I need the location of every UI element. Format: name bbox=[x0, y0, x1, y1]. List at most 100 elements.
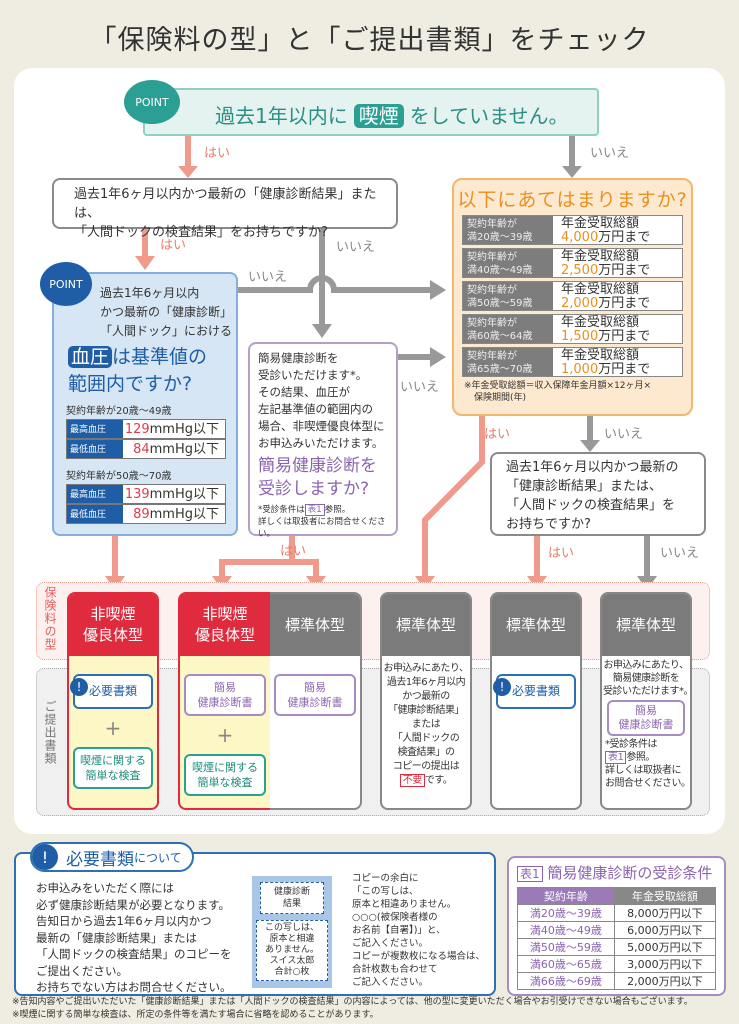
col-text: お申込みにあたり、 bbox=[603, 660, 689, 671]
point-badge-top: POINT bbox=[124, 80, 180, 124]
doc-l2: 簡単な検査 bbox=[85, 769, 141, 782]
simple-text: 左記基準値の範囲内の bbox=[258, 402, 373, 416]
bp-intro-2: かつ最新の「健康診断」 bbox=[100, 305, 233, 319]
yes-label: はい bbox=[280, 544, 307, 559]
arrow-head bbox=[430, 347, 446, 367]
required-docs-tag[interactable]: 必要書類 bbox=[496, 674, 576, 709]
req-title2: について bbox=[134, 850, 182, 865]
blood-pressure-box: 過去1年6ヶ月以内 かつ最新の「健康診断」 「人間ドック」における 血圧は基準値… bbox=[52, 272, 238, 536]
doc-l1: 喫煙に関する bbox=[192, 761, 258, 774]
col-body: 必要書類 bbox=[492, 656, 580, 717]
col-text: 「人間ドックの bbox=[392, 733, 460, 744]
bp-value: 84mmHg以下 bbox=[123, 440, 225, 458]
footnote: ※喫煙に関する簡単な検査は、所定の条件等を満たす場合に省略を認めることがあります… bbox=[12, 1010, 379, 1020]
q3-line: お持ちですか? bbox=[506, 517, 591, 532]
bp-unit: mmHg以下 bbox=[149, 422, 219, 437]
col-body: 簡易健康診断書 bbox=[270, 656, 360, 724]
arrow-head bbox=[312, 324, 332, 338]
col-body: 必要書類 + 喫煙に関する簡単な検査 bbox=[69, 656, 157, 797]
arrow-head bbox=[580, 440, 600, 452]
note-line: コピーが複数枚になる場合は、 bbox=[352, 951, 486, 962]
col-text: 詳しくは取扱者に bbox=[605, 765, 682, 776]
col-text: 参照。 bbox=[626, 752, 655, 763]
documents-label: ご提出書類 bbox=[43, 700, 57, 765]
amount-unit: 万円まで bbox=[598, 329, 651, 344]
q1-line2: 「人間ドックの検査結果」をお持ちですか? bbox=[74, 225, 328, 240]
not-required-tag: 不要 bbox=[399, 774, 425, 787]
q1-line1: 過去1年6ヶ月以内かつ最新の「健康診断結果」または、 bbox=[74, 187, 377, 221]
bp-age-2: 契約年齢が50歳〜70歳 bbox=[66, 471, 172, 482]
no-label: いいえ bbox=[660, 546, 700, 561]
yes-label: はい bbox=[548, 546, 575, 561]
bp-num: 89 bbox=[133, 507, 150, 522]
table1-header: 契約年齢 bbox=[517, 887, 615, 905]
req-line: 「人間ドックの検査結果」のコピーを bbox=[36, 947, 232, 961]
table1-header: 年金受取総額 bbox=[613, 887, 717, 905]
no-label: いいえ bbox=[400, 380, 440, 395]
req-line: 告知日から過去1年6ヶ月以内かつ bbox=[36, 914, 212, 928]
amount-cell: 2,000万円以下 bbox=[613, 972, 717, 990]
table1-tag: 表1 bbox=[517, 866, 543, 882]
simple-text: 場合、非喫煙優良体型に bbox=[258, 419, 385, 433]
doc-l1: 簡易 bbox=[214, 681, 236, 694]
premium-type-label: 保険料の型 bbox=[43, 586, 57, 651]
column-standard-2: 標準体型 お申込みにあたり、過去1年6ヶ月以内かつ最新の「健康診断結果」または「… bbox=[380, 592, 472, 810]
point-badge-bp: POINT bbox=[40, 262, 92, 306]
col-body: お申込みにあたり、過去1年6ヶ月以内かつ最新の「健康診断結果」または「人間ドック… bbox=[382, 656, 470, 792]
amount-unit: 万円まで bbox=[598, 230, 651, 245]
q3-line: 「健康診断結果」または、 bbox=[506, 479, 663, 494]
plus-icon: + bbox=[216, 723, 234, 747]
column-nonsmoker-1: 非喫煙優良体型 必要書類 + 喫煙に関する簡単な検査 bbox=[67, 592, 159, 810]
arrow-line bbox=[238, 275, 432, 293]
bp-unit: mmHg以下 bbox=[149, 487, 219, 502]
amount-cell: 3,000万円以下 bbox=[613, 955, 717, 973]
yes-label: はい bbox=[204, 146, 231, 161]
note-line: 合計枚数も合わせて bbox=[352, 964, 438, 975]
note-line: ○○○(被保険者様の bbox=[352, 912, 438, 923]
col-text: または bbox=[411, 719, 441, 730]
age-l1: 契約年齢が bbox=[467, 219, 517, 230]
table1-link[interactable]: 表1 bbox=[304, 504, 325, 516]
bp-value: 139mmHg以下 bbox=[123, 485, 225, 503]
amount-value: 2,500 bbox=[561, 263, 599, 278]
type-header: 標準体型 bbox=[382, 594, 470, 656]
footnotes: ※告知内容やご提出いただいた「健康診断結果」または「人間ドックの検査結果」の内容… bbox=[12, 996, 693, 1022]
bp-q2: 範囲内ですか? bbox=[68, 373, 193, 395]
age-l2: 満65歳〜70歳 bbox=[467, 364, 533, 375]
required-docs-heading: ! 必要書類について bbox=[30, 842, 194, 872]
amount-label: 年金受取総額 bbox=[561, 282, 640, 297]
type-header: 標準体型 bbox=[602, 594, 690, 656]
simple-question: 簡易健康診断を受診しますか? bbox=[258, 455, 388, 501]
arrow-head bbox=[562, 166, 582, 178]
page-title: 「保険料の型」と「ご提出書類」をチェック bbox=[89, 25, 650, 56]
age-cell: 契約年齢が満50歳〜59歳 bbox=[463, 282, 553, 310]
table1-title-text: 簡易健康診断の受診条件 bbox=[547, 864, 713, 882]
bp-key: 最高血圧 bbox=[67, 485, 123, 503]
bp-num: 129 bbox=[124, 422, 150, 437]
doc-title2: 結果 bbox=[282, 899, 301, 909]
amount-cell: 5,000万円以下 bbox=[613, 938, 717, 956]
amount-line: 1,000万円まで bbox=[561, 363, 674, 377]
age-l1: 契約年齢が bbox=[467, 285, 517, 296]
table1-link[interactable]: 表1 bbox=[605, 751, 627, 764]
bp-value: 129mmHg以下 bbox=[123, 420, 225, 438]
req-text: お申込みをいただく際には必ず健康診断結果が必要となります。告知日から過去1年6ヶ… bbox=[36, 880, 232, 996]
stamp-line: 原本と相違 bbox=[269, 934, 315, 944]
amount-line: 2,000万円まで bbox=[561, 297, 674, 311]
bp-num: 84 bbox=[133, 442, 150, 457]
orange-note1: ※年金受取総額＝収入保障年金月額×12ヶ月× bbox=[464, 381, 652, 391]
no-label: いいえ bbox=[336, 240, 376, 255]
age-l2: 満20歳〜39歳 bbox=[467, 232, 533, 243]
col-text: 「健康診断結果」 bbox=[388, 705, 465, 716]
